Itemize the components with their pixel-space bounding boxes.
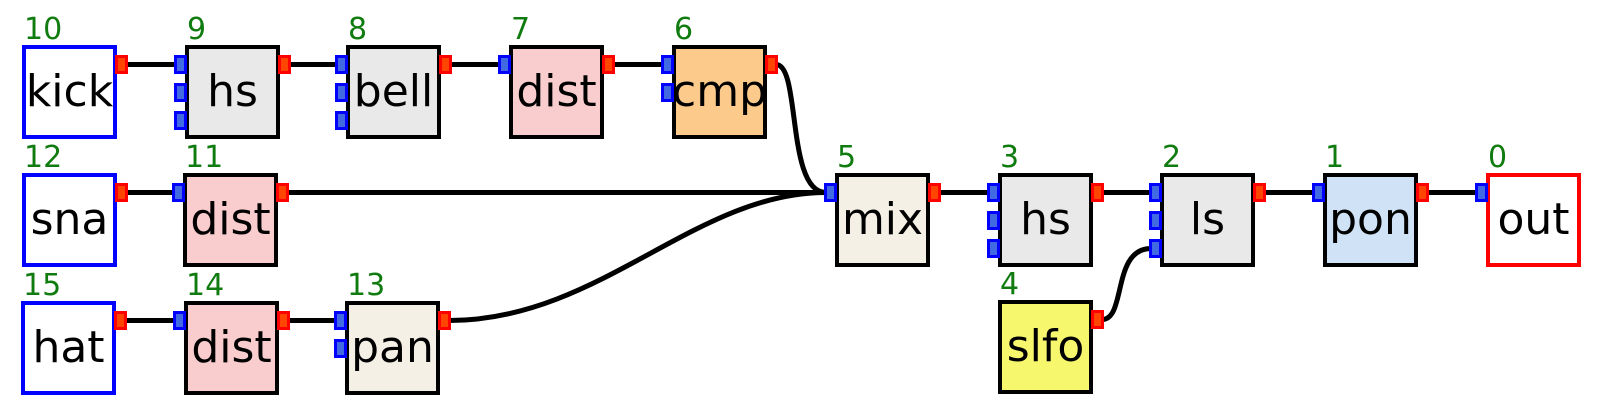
- node-dist14[interactable]: 14 dist: [173, 271, 290, 395]
- node-number: 3: [1000, 140, 1020, 175]
- node-number: 4: [1000, 267, 1020, 302]
- node-out0[interactable]: 0 out: [1475, 143, 1581, 267]
- output-port[interactable]: [928, 183, 941, 202]
- input-port-0[interactable]: [1149, 183, 1162, 202]
- input-port-0[interactable]: [335, 55, 348, 74]
- input-port-1[interactable]: [1149, 211, 1162, 230]
- node-label: kick: [25, 66, 114, 117]
- node-label: out: [1497, 194, 1570, 245]
- wire-cmp6-to-mix5: [775, 62, 827, 195]
- node-dist11[interactable]: 11 dist: [172, 143, 289, 267]
- node-label: pan: [351, 322, 434, 373]
- output-port[interactable]: [115, 55, 128, 74]
- input-port-2[interactable]: [335, 111, 348, 130]
- node-label: hs: [207, 66, 258, 117]
- input-port-0[interactable]: [174, 55, 187, 74]
- input-port-1[interactable]: [335, 83, 348, 102]
- node-label: dist: [516, 66, 597, 117]
- node-label: ls: [1189, 194, 1226, 245]
- output-port[interactable]: [438, 311, 451, 330]
- input-port-2[interactable]: [987, 239, 1000, 258]
- node-label: bell: [353, 66, 434, 117]
- node-number: 1: [1325, 140, 1345, 175]
- node-label: sna: [30, 194, 109, 245]
- input-port-0[interactable]: [1312, 183, 1325, 202]
- input-port-0[interactable]: [987, 183, 1000, 202]
- output-port[interactable]: [1416, 183, 1429, 202]
- node-kick[interactable]: 10 kick: [22, 15, 128, 139]
- node-number: 10: [24, 12, 63, 47]
- node-label: slfo: [1006, 321, 1085, 372]
- input-port-2[interactable]: [174, 111, 187, 130]
- node-number: 8: [348, 12, 368, 47]
- node-number: 7: [511, 12, 531, 47]
- node-dist7[interactable]: 7 dist: [498, 15, 615, 139]
- output-port[interactable]: [765, 55, 778, 74]
- input-port-0[interactable]: [1475, 183, 1488, 202]
- output-port[interactable]: [439, 55, 452, 74]
- input-port-0[interactable]: [334, 311, 347, 330]
- node-label: dist: [190, 194, 271, 245]
- wire-slfo4-to-ls2: [1101, 246, 1152, 322]
- node-number: 6: [674, 12, 694, 47]
- node-cmp6[interactable]: 6 cmp: [661, 15, 778, 139]
- node-label: cmp: [672, 66, 767, 117]
- node-number: 2: [1162, 140, 1182, 175]
- node-number: 15: [23, 268, 62, 303]
- input-port-0[interactable]: [173, 311, 186, 330]
- node-slfo4[interactable]: 4 slfo: [998, 270, 1104, 394]
- node-label: mix: [841, 194, 924, 245]
- output-port[interactable]: [278, 55, 291, 74]
- input-port-1[interactable]: [987, 211, 1000, 230]
- node-pon1[interactable]: 1 pon: [1312, 143, 1429, 267]
- output-port[interactable]: [1253, 183, 1266, 202]
- output-port[interactable]: [1091, 310, 1104, 329]
- node-label: hat: [32, 322, 105, 373]
- input-port-1[interactable]: [174, 83, 187, 102]
- wire-pan13-to-mix5: [448, 190, 827, 323]
- node-hat15[interactable]: 15 hat: [21, 271, 127, 395]
- node-number: 0: [1488, 140, 1508, 175]
- node-label: pon: [1329, 194, 1412, 245]
- input-port-0[interactable]: [661, 55, 674, 74]
- output-port[interactable]: [602, 55, 615, 74]
- node-number: 12: [24, 140, 63, 175]
- input-port-0[interactable]: [824, 183, 837, 202]
- input-port-0[interactable]: [172, 183, 185, 202]
- output-port[interactable]: [114, 311, 127, 330]
- node-number: 13: [347, 268, 386, 303]
- node-sna12[interactable]: 12 sna: [22, 143, 128, 267]
- output-port[interactable]: [276, 183, 289, 202]
- output-port[interactable]: [277, 311, 290, 330]
- node-label: dist: [191, 322, 272, 373]
- node-bell8[interactable]: 8 bell: [335, 15, 452, 139]
- node-pan13[interactable]: 13 pan: [334, 271, 451, 395]
- node-number: 14: [186, 268, 225, 303]
- output-port[interactable]: [115, 183, 128, 202]
- node-number: 11: [185, 140, 224, 175]
- input-port-0[interactable]: [498, 55, 511, 74]
- input-port-2[interactable]: [1149, 239, 1162, 258]
- node-number: 9: [187, 12, 207, 47]
- output-port[interactable]: [1091, 183, 1104, 202]
- input-port-1[interactable]: [334, 339, 347, 358]
- input-port-1[interactable]: [661, 83, 674, 102]
- node-mix5[interactable]: 5 mix: [824, 143, 941, 267]
- node-number: 5: [837, 140, 857, 175]
- node-label: hs: [1020, 194, 1071, 245]
